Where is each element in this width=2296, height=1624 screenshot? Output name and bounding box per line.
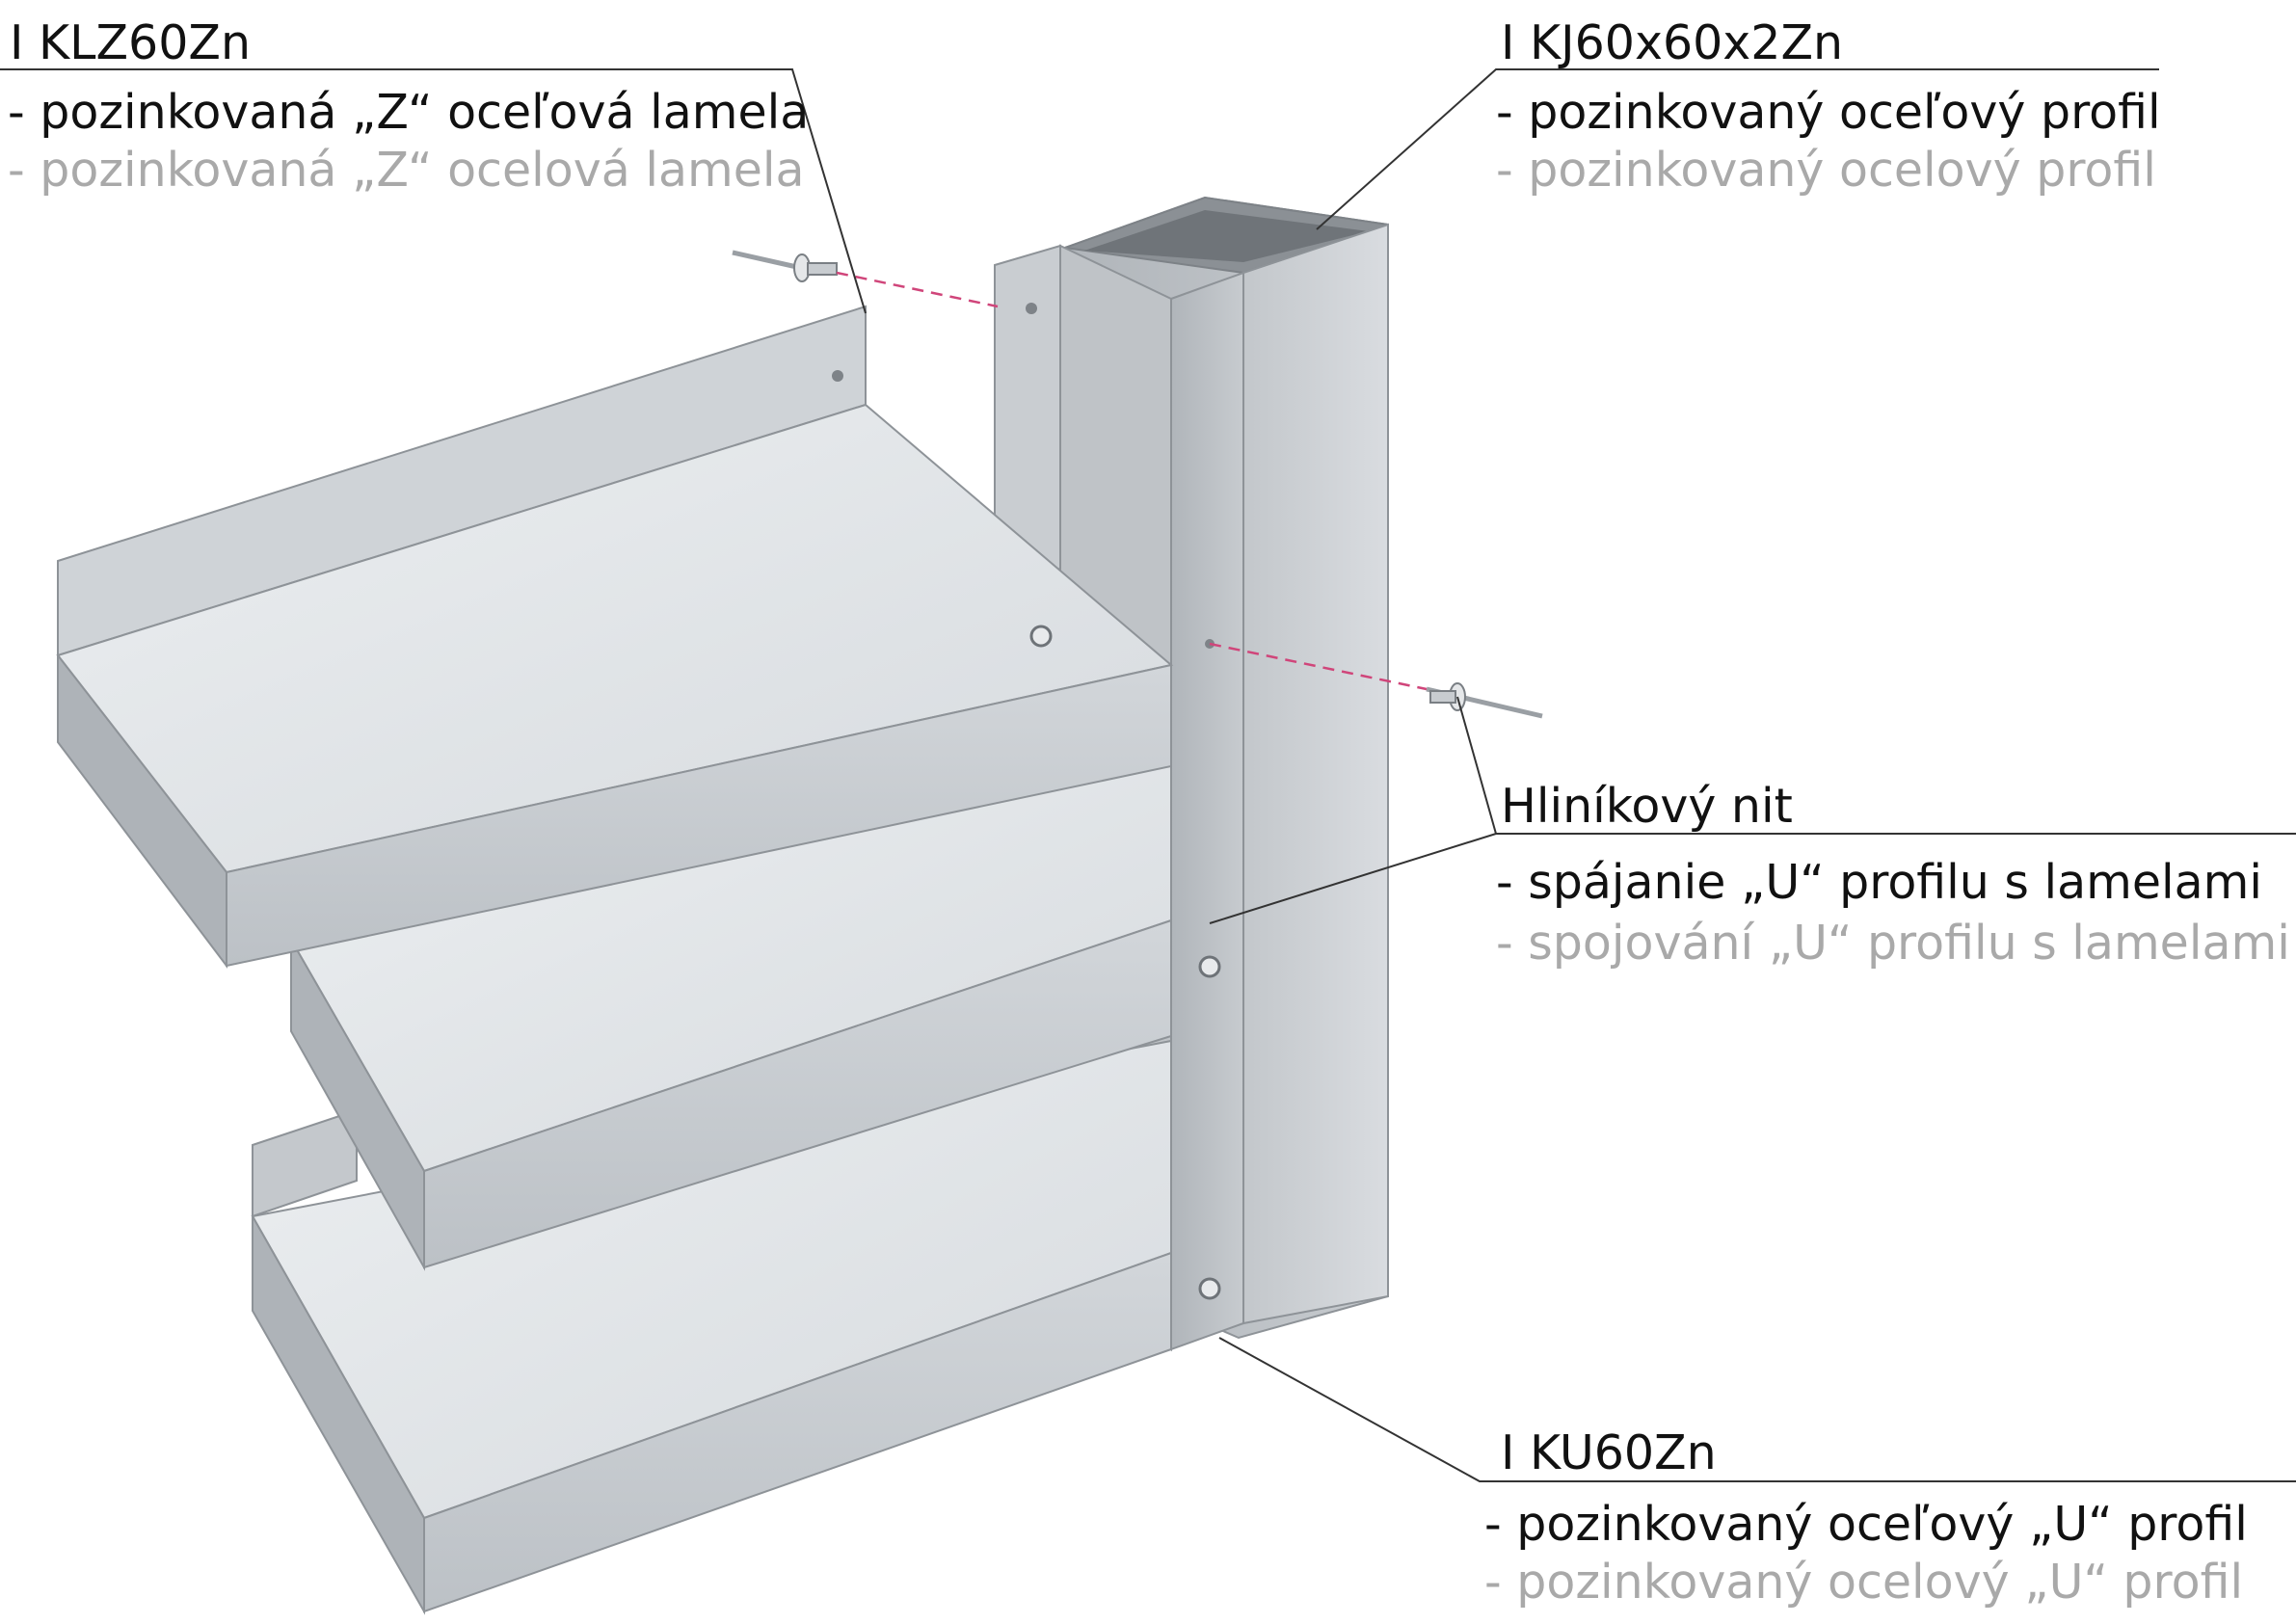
lamella-middle <box>289 759 1172 1271</box>
square-profile-desc-sk: - pozinkovaný oceľový profil <box>1496 85 2161 140</box>
rivet-alignment-lines <box>836 271 1428 691</box>
rivet-loose-top <box>732 250 838 282</box>
lamella-desc-sk: - pozinkovaná „Z“ oceľová lamela <box>8 85 810 140</box>
square-profile-code: I KJ60x60x2Zn <box>1501 15 1844 70</box>
rivet-desc-sk: - spájanie „U“ profilu s lamelami <box>1496 855 2263 910</box>
leader-lamella <box>0 68 867 314</box>
leader-square-profile <box>1316 68 2159 230</box>
lamella-desc-cz: - pozinkovaná „Z“ ocelová lamela <box>8 143 805 198</box>
square-profile-desc-cz: - pozinkovaný ocelový profil <box>1496 143 2156 198</box>
rivet-heads <box>832 303 1221 1300</box>
u-profile-desc-cz: - pozinkovaný ocelový „U“ profil <box>1484 1555 2244 1610</box>
lamella-bottom <box>251 1039 1172 1615</box>
u-profile-desc-sk: - pozinkovaný oceľový „U“ profil <box>1484 1497 2248 1552</box>
rivet-desc-cz: - spojování „U“ profilu s lamelami <box>1496 916 2290 971</box>
leader-lines <box>0 68 2296 1482</box>
leader-u-profile <box>1218 1337 2296 1482</box>
leader-rivet-tail <box>1456 696 1497 835</box>
lamella-top <box>56 305 1174 969</box>
rivet-loose-right <box>1426 682 1543 719</box>
lamella-code: I KLZ60Zn <box>10 15 252 70</box>
rivet-code: Hliníkový nit <box>1501 779 1793 834</box>
u-profile-code: I KU60Zn <box>1501 1425 1717 1480</box>
